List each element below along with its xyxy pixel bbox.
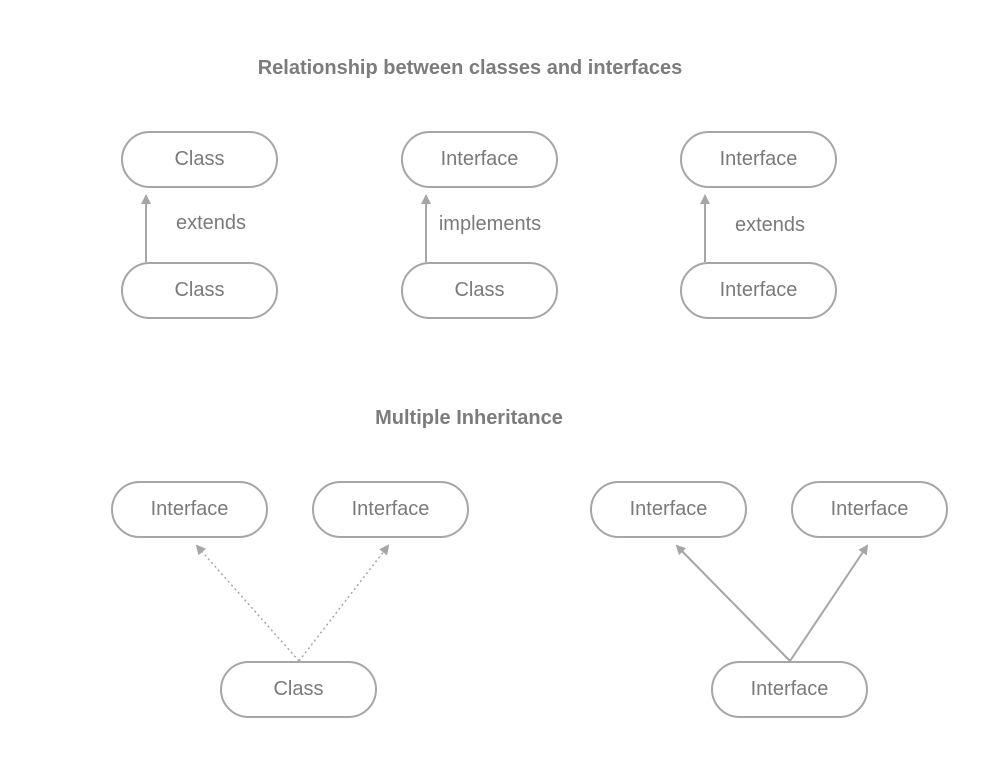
label-extends-interface: extends: [734, 214, 806, 236]
node-interface-sub: Interface: [680, 262, 837, 319]
edge-interface-to-interface-right: [789, 544, 869, 662]
node-interface-super: Interface: [680, 131, 837, 188]
edge-class-to-interface-right: [298, 544, 390, 662]
node-class-parent: Class: [121, 131, 278, 188]
node-mi-interface-3: Interface: [590, 481, 747, 538]
label-implements: implements: [438, 213, 542, 235]
node-mi-interface-child: Interface: [711, 661, 868, 718]
node-mi-interface-4: Interface: [791, 481, 948, 538]
node-mi-class: Class: [220, 661, 377, 718]
edge-class-to-interface-left: [195, 544, 300, 662]
label-extends: extends: [175, 212, 247, 234]
title-relationship: Relationship between classes and interfa…: [257, 57, 683, 79]
edge-interface-to-interface-left: [675, 544, 791, 662]
node-class-child: Class: [121, 262, 278, 319]
node-class-implementer: Class: [401, 262, 558, 319]
node-mi-interface-2: Interface: [312, 481, 469, 538]
node-mi-interface-1: Interface: [111, 481, 268, 538]
title-multiple-inheritance: Multiple Inheritance: [375, 407, 563, 429]
node-interface-parent: Interface: [401, 131, 558, 188]
